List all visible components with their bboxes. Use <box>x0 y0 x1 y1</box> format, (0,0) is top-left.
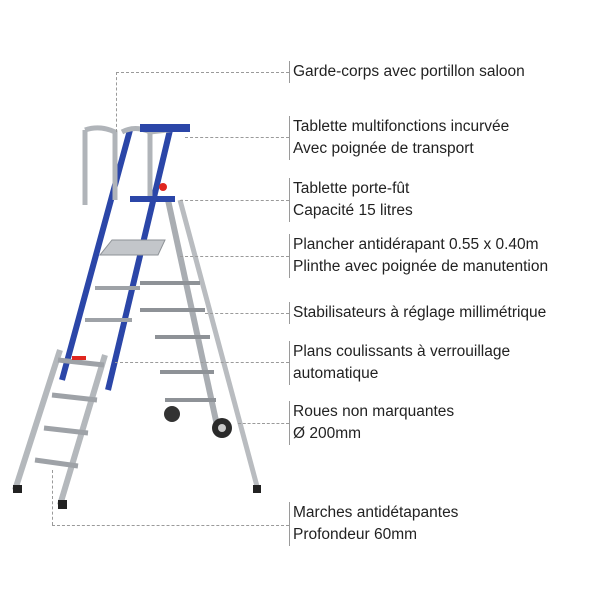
annotation-line: Garde-corps avec portillon saloon <box>293 63 525 80</box>
leader-tablette-porte-fut <box>180 200 289 201</box>
platform-floor <box>98 239 166 256</box>
annotation-tablette-porte-fut: Tablette porte-fût Capacité 15 litres <box>289 178 413 222</box>
multifunction-tray <box>140 124 190 132</box>
annotation-stabilisateurs: Stabilisateurs à réglage millimétrique <box>289 302 546 324</box>
annotation-line: Capacité 15 litres <box>293 202 413 219</box>
front-stile-left <box>59 129 133 381</box>
rear-leg-right <box>177 199 261 491</box>
annotation-line: Plinthe avec poignée de manutention <box>293 258 549 275</box>
leader-plans-coulissants <box>115 362 289 363</box>
annotation-tablette-multifonctions: Tablette multifonctions incurvée Avec po… <box>289 116 509 160</box>
annotation-line: Ø 200mm <box>293 425 362 442</box>
annotation-marches: Marches antidétapantes Profondeur 60mm <box>289 502 458 546</box>
annotation-line: Tablette multifonctions incurvée <box>293 118 510 135</box>
drum-tray <box>130 196 175 202</box>
annotation-line: Profondeur 60mm <box>293 526 418 543</box>
platform-ladder-image <box>12 124 261 509</box>
front-stile-right <box>105 129 173 391</box>
leader-plancher <box>180 256 289 257</box>
leader-tablette-multifonctions <box>185 137 289 138</box>
annotation-line: Stabilisateurs à réglage millimétrique <box>293 304 547 321</box>
annotation-line: Plans coulissants à verrouillage <box>293 343 511 360</box>
annotation-garde-corps: Garde-corps avec portillon saloon <box>289 61 525 83</box>
leader-roues <box>238 423 289 424</box>
annotation-line: Avec poignée de transport <box>293 140 474 157</box>
annotation-line: Marches antidétapantes <box>293 504 459 521</box>
annotation-plans-coulissants: Plans coulissants à verrouillage automat… <box>289 341 510 385</box>
annotation-line: Tablette porte-fût <box>293 180 410 197</box>
leader-marches-vertical <box>52 470 53 525</box>
annotation-roues: Roues non marquantes Ø 200mm <box>289 401 454 445</box>
annotation-plancher: Plancher antidérapant 0.55 x 0.40m Plint… <box>289 234 548 278</box>
leader-garde-corps <box>116 72 289 73</box>
leader-garde-corps-vertical <box>116 72 117 132</box>
sliding-stile-left <box>12 349 63 491</box>
annotation-line: Roues non marquantes <box>293 403 455 420</box>
leader-stabilisateurs <box>205 313 289 314</box>
wheel-left <box>164 406 180 422</box>
leader-marches <box>52 525 289 526</box>
annotation-line: automatique <box>293 365 379 382</box>
rear-leg-left <box>165 199 221 431</box>
annotation-line: Plancher antidérapant 0.55 x 0.40m <box>293 236 539 253</box>
